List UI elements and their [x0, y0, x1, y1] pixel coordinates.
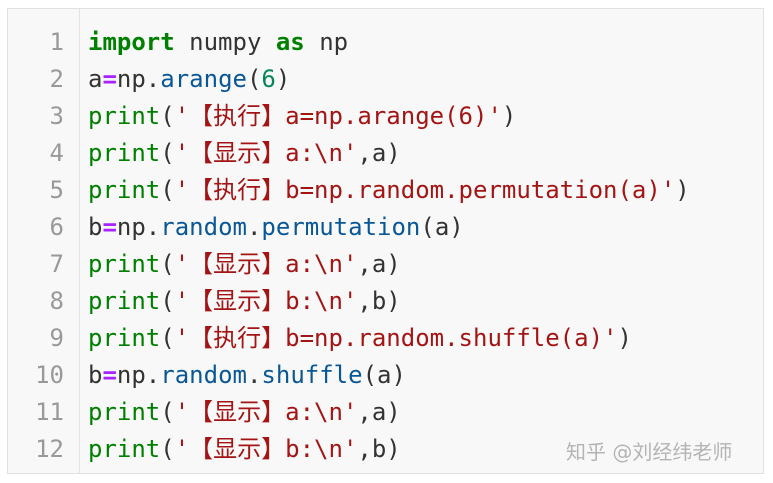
code-token: ( — [160, 139, 175, 167]
code-token: '【执行】b=np.random.shuffle(a)' — [174, 324, 618, 352]
code-token: . — [246, 361, 262, 389]
code-token: '【显示】a:\n' — [174, 139, 358, 167]
code-token: '【显示】b:\n' — [174, 435, 358, 463]
code-token: print — [88, 287, 161, 315]
line-number: 12 — [35, 435, 64, 463]
line-number: 3 — [49, 102, 64, 130]
code-token: a — [88, 65, 103, 93]
code-token: ) — [275, 65, 291, 93]
code-token: ( — [160, 176, 175, 204]
code-token: print — [88, 250, 161, 278]
line-number: 11 — [35, 398, 64, 426]
code-token: ) — [675, 176, 690, 204]
code-line: print('【显示】b:\n',b) — [88, 283, 401, 320]
code-line: print('【执行】b=np.random.shuffle(a)') — [88, 320, 632, 357]
code-token: (a) — [420, 213, 464, 241]
code-line: print('【执行】a=np.arange(6)') — [88, 98, 516, 135]
code-token: shuffle — [261, 361, 363, 389]
line-number: 9 — [49, 324, 64, 352]
line-number: 8 — [49, 287, 64, 315]
code-token: random — [160, 213, 247, 241]
code-token: = — [102, 65, 117, 93]
line-number: 10 — [35, 361, 64, 389]
watermark: 知乎 @刘经纬老师 — [566, 440, 733, 464]
code-token: '【执行】b=np.random.permutation(a)' — [174, 176, 676, 204]
code-token: b — [88, 213, 103, 241]
code-token: '【执行】a=np.arange(6)' — [174, 102, 502, 130]
code-token: ( — [160, 398, 175, 426]
code-line: print('【显示】b:\n',b) — [88, 431, 401, 468]
code-token: print — [88, 398, 161, 426]
code-token: np — [304, 28, 349, 56]
code-token: ( — [160, 324, 175, 352]
code-token: print — [88, 139, 161, 167]
code-token: import — [88, 28, 175, 56]
code-token: numpy — [174, 28, 276, 56]
code-token: print — [88, 102, 161, 130]
code-token: = — [102, 213, 117, 241]
line-number: 1 — [49, 28, 64, 56]
code-line: a=np.arange(6) — [88, 61, 290, 98]
code-token: as — [275, 28, 305, 56]
code-token: b — [88, 361, 103, 389]
code-token: ( — [160, 287, 175, 315]
code-token: print — [88, 176, 161, 204]
code-token: ,a) — [357, 250, 401, 278]
code-token: np. — [116, 361, 161, 389]
code-token: ( — [160, 250, 175, 278]
code-token: print — [88, 435, 161, 463]
code-line: print('【显示】a:\n',a) — [88, 135, 401, 172]
line-number: 4 — [49, 139, 64, 167]
code-token: ,a) — [357, 139, 401, 167]
line-number: 7 — [49, 250, 64, 278]
code-token: random — [160, 361, 247, 389]
code-token: ( — [160, 435, 175, 463]
code-token: '【显示】b:\n' — [174, 287, 358, 315]
code-token: permutation — [261, 213, 421, 241]
line-number: 6 — [49, 213, 64, 241]
code-token: print — [88, 324, 161, 352]
code-line: b=np.random.permutation(a) — [88, 209, 464, 246]
line-number: 5 — [49, 176, 64, 204]
code-token: ,a) — [357, 398, 401, 426]
code-line: b=np.random.shuffle(a) — [88, 357, 406, 394]
code-line: print('【显示】a:\n',a) — [88, 394, 401, 431]
code-token: ) — [501, 102, 517, 130]
code-line: print('【显示】a:\n',a) — [88, 246, 401, 283]
code-token: '【显示】a:\n' — [174, 398, 358, 426]
code-line: print('【执行】b=np.random.permutation(a)') — [88, 172, 690, 209]
code-token: 6 — [261, 65, 276, 93]
code-token: '【显示】a:\n' — [174, 250, 358, 278]
code-token: ( — [246, 65, 262, 93]
code-token: (a) — [362, 361, 406, 389]
code-token: . — [246, 213, 262, 241]
code-token: = — [102, 361, 117, 389]
code-token: arange — [160, 65, 247, 93]
code-token: np. — [116, 213, 161, 241]
code-token: ( — [160, 102, 175, 130]
code-line: import numpy as np — [88, 24, 348, 61]
code-token: ,b) — [357, 287, 401, 315]
code-token: ,b) — [357, 435, 401, 463]
line-number: 2 — [49, 65, 64, 93]
code-token: np. — [116, 65, 161, 93]
code-token: ) — [617, 324, 632, 352]
